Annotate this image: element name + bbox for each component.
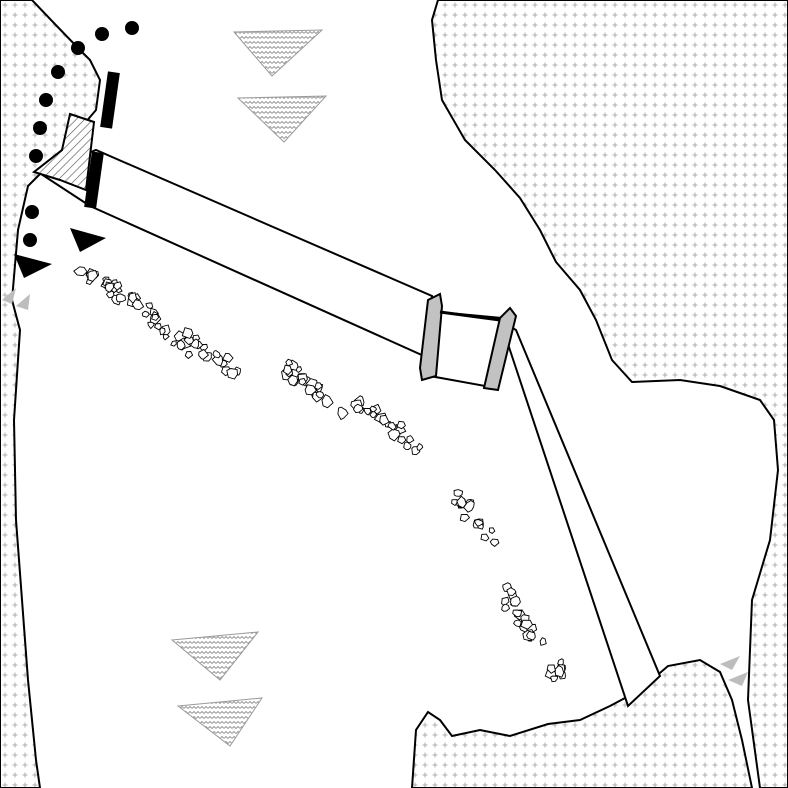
rubble-stone <box>115 293 126 303</box>
rubble-cluster <box>350 395 424 456</box>
rubble-stone <box>387 422 397 431</box>
rubble-stone <box>397 436 407 445</box>
rubble-stone <box>304 384 317 396</box>
rubble-stone <box>510 595 521 607</box>
rubble-cluster <box>181 327 241 380</box>
river-bank-left <box>0 0 102 788</box>
rubble-stone <box>539 637 547 646</box>
rubble-stone <box>352 403 364 413</box>
grey-arrowhead-icon <box>16 294 30 310</box>
hatched-triangle-icon <box>236 95 328 143</box>
bridge-abutment-hatched <box>31 112 96 192</box>
rubble-clusters <box>73 266 566 683</box>
rubble-stone <box>105 290 115 299</box>
rubble-stone <box>198 348 210 360</box>
rubble-stone <box>131 299 145 311</box>
rubble-stone <box>212 350 221 359</box>
rubble-stone <box>453 489 464 497</box>
rubble-stone <box>298 377 307 386</box>
grey-arrowhead-icon <box>720 656 740 670</box>
rubble-stone <box>489 538 500 547</box>
hatched-triangle-icon <box>170 631 260 681</box>
rubble-stone <box>287 374 299 387</box>
rubble-stone <box>285 358 294 367</box>
unit-marker-dots-trail <box>23 21 139 247</box>
rubble-stone <box>104 282 115 293</box>
rubble-stone <box>512 609 523 618</box>
river-bank-right <box>430 0 788 788</box>
rubble-stone <box>463 499 475 513</box>
hatched-triangle-markers <box>170 29 328 747</box>
rubble-stone <box>176 339 186 351</box>
rubble-cluster <box>126 291 194 360</box>
rubble-stone <box>480 533 490 542</box>
hatched-triangle-icon <box>176 697 263 747</box>
rubble-stone <box>396 420 406 430</box>
rubble-stone <box>184 351 194 360</box>
rubble-stone <box>113 281 123 291</box>
rubble-stone <box>474 519 484 527</box>
rubble-stone <box>145 302 154 309</box>
bridge-abutment-black-bar-bottom <box>84 151 104 209</box>
rubble-stone <box>87 270 99 282</box>
bridge-pier-line <box>439 310 501 322</box>
bridge-pier-right <box>482 306 518 392</box>
rubble-stone <box>501 603 511 612</box>
rubble-stone <box>406 435 415 443</box>
rubble-stone <box>513 619 522 628</box>
rubble-stone <box>416 442 424 451</box>
grey-arrowhead-icon <box>2 288 16 304</box>
arrowhead-icon <box>14 254 52 278</box>
rubble-cluster <box>451 489 500 547</box>
rubble-stone <box>488 527 496 534</box>
rubble-stone <box>369 410 378 419</box>
rubble-stone <box>459 514 471 522</box>
rubble-stone <box>222 352 234 363</box>
rubble-stone <box>403 441 412 450</box>
rubble-stone <box>520 619 534 630</box>
rubble-stone <box>162 334 170 341</box>
rubble-stone <box>183 335 194 345</box>
rubble-cluster <box>73 266 126 306</box>
rubble-stone <box>337 406 349 421</box>
hatched-triangle-icon <box>232 29 324 77</box>
grey-arrowhead-pairs <box>2 288 748 686</box>
rubble-stone <box>151 313 160 321</box>
rubble-stone <box>170 340 177 347</box>
rubble-stone <box>550 675 559 683</box>
rubble-stone <box>363 407 372 416</box>
rubble-stone <box>379 414 390 426</box>
rubble-stone <box>154 323 162 331</box>
rubble-cluster <box>501 582 566 683</box>
rubble-stone <box>73 266 88 277</box>
unit-marker-arrowheads <box>14 228 106 278</box>
rubble-stone <box>506 587 517 596</box>
rubble-stone <box>387 428 401 442</box>
rubble-stone <box>456 495 467 509</box>
rubble-stone <box>321 394 334 409</box>
grey-arrowhead-icon <box>728 672 748 686</box>
rubble-stone <box>546 664 556 674</box>
rubble-stone <box>315 391 325 399</box>
rubble-stone <box>181 327 194 340</box>
rubble-cluster <box>281 358 349 421</box>
rubble-stone <box>141 310 150 318</box>
river-bank-bottom <box>410 658 754 788</box>
rubble-stone <box>226 368 238 380</box>
bridge-pier-left <box>418 292 444 382</box>
bridge <box>31 71 662 708</box>
bridge-abutment-black-bar-top <box>100 71 120 129</box>
rubble-stone <box>314 382 323 391</box>
arrowhead-icon <box>70 228 106 252</box>
rubble-stone <box>282 364 293 376</box>
rubble-stone <box>525 630 536 641</box>
rubble-stone <box>369 405 378 413</box>
